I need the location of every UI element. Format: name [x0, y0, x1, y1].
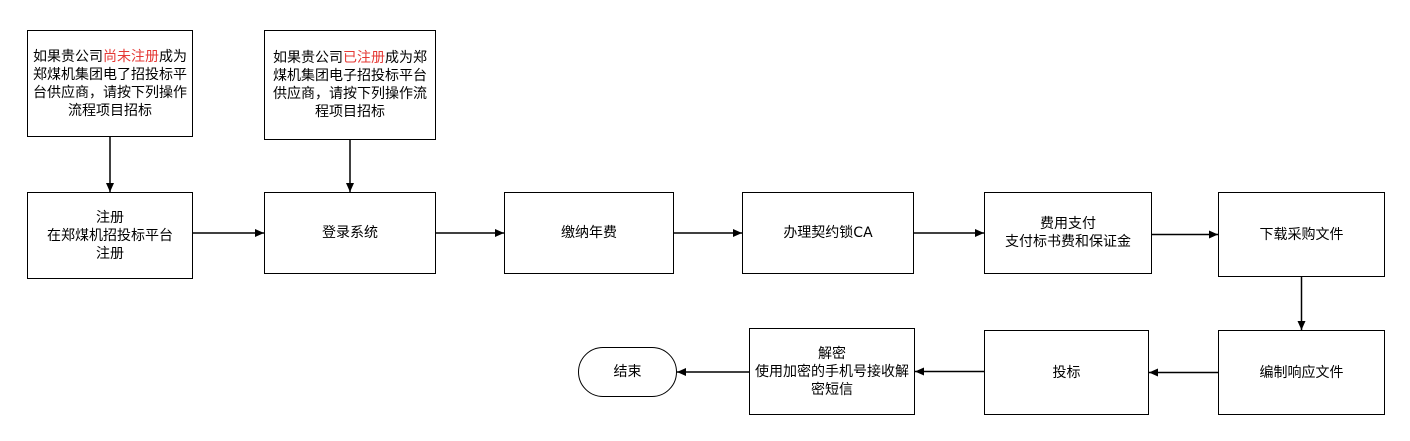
- bid-step: 投标: [984, 330, 1149, 415]
- compile-response-docs-step: 编制响应文件: [1218, 330, 1385, 415]
- register-line-1: 注册: [96, 209, 124, 226]
- fee-payment-step-label: 费用支付 支付标书费和保证金: [1005, 215, 1131, 251]
- decrypt-step-label: 解密 使用加密的手机号接收解 密短信: [755, 345, 909, 399]
- note-registered-suffix: 成为郑煤机集团电子招投标平台供应商，请按下列操作流程项目招标: [273, 50, 427, 120]
- end-terminator-label: 结束: [613, 364, 642, 380]
- note-unregistered-supplier: 如果贵公司尚未注册成为郑煤机集团电了招投标平台供应商，请按下列操作流程项目招标: [27, 30, 193, 137]
- register-line-2: 在郑煤机招投标平台: [47, 227, 173, 244]
- note-registered-prefix: 如果贵公司: [273, 50, 343, 66]
- payment-line-2: 支付标书费和保证金: [1005, 234, 1131, 250]
- decrypt-line-3: 密短信: [811, 381, 853, 398]
- login-step: 登录系统: [264, 192, 436, 274]
- end-terminator: 结束: [578, 347, 677, 397]
- decrypt-step: 解密 使用加密的手机号接收解 密短信: [749, 328, 915, 415]
- annual-fee-step-label: 缴纳年费: [561, 225, 617, 241]
- decrypt-line-2: 使用加密的手机号接收解: [755, 363, 909, 380]
- ca-certificate-step: 办理契约锁CA: [742, 192, 914, 274]
- register-step-label: 注册 在郑煤机招投标平台 注册: [47, 209, 173, 263]
- download-step-label: 下载采购文件: [1259, 226, 1344, 243]
- bid-step-label: 投标: [1052, 364, 1081, 381]
- note-registered-highlight: 已注册: [343, 50, 385, 66]
- payment-line-1: 费用支付: [1040, 216, 1096, 232]
- register-step: 注册 在郑煤机招投标平台 注册: [27, 192, 193, 279]
- fee-payment-step: 费用支付 支付标书费和保证金: [984, 192, 1152, 274]
- note-unregistered-suffix: 成为郑煤机集团电了招投标平台供应商，请按下列操作流程项目招标: [33, 48, 187, 119]
- download-procurement-docs-step: 下载采购文件: [1218, 192, 1385, 277]
- ca-certificate-step-label: 办理契约锁CA: [783, 225, 873, 241]
- annual-fee-step: 缴纳年费: [504, 192, 674, 274]
- compile-step-label: 编制响应文件: [1259, 364, 1344, 381]
- note-registered-supplier: 如果贵公司已注册成为郑煤机集团电子招投标平台供应商，请按下列操作流程项目招标: [264, 30, 436, 140]
- decrypt-line-1: 解密: [818, 345, 846, 362]
- login-step-label: 登录系统: [322, 225, 378, 241]
- note-unregistered-highlight: 尚未注册: [103, 48, 159, 65]
- register-line-3: 注册: [96, 245, 124, 262]
- note-unregistered-prefix: 如果贵公司: [33, 48, 103, 65]
